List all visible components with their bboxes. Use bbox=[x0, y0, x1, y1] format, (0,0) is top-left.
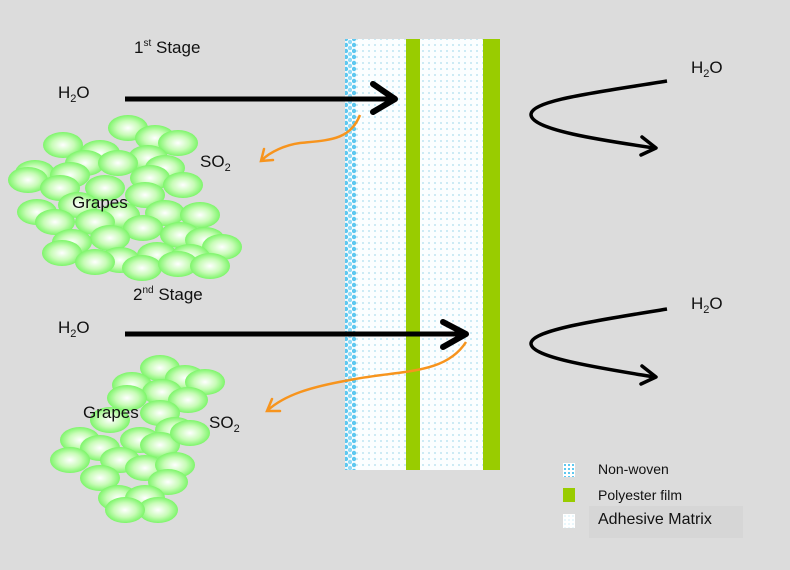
grape bbox=[170, 420, 210, 446]
legend-swatch-non-woven bbox=[563, 463, 575, 477]
grape bbox=[122, 255, 162, 281]
grape bbox=[158, 130, 198, 156]
grape bbox=[85, 175, 125, 201]
legend-swatch-polyester-film bbox=[563, 488, 575, 502]
grapes-label-stage-1: Grapes bbox=[72, 193, 128, 212]
grape bbox=[107, 385, 147, 411]
so2-arrow-stage-1 bbox=[259, 114, 362, 163]
grape bbox=[158, 251, 198, 277]
water-arrow-stage-2 bbox=[125, 319, 469, 350]
legend-label-polyester-film: Polyester film bbox=[598, 487, 683, 503]
grapes-label-stage-2: Grapes bbox=[83, 403, 139, 422]
stage-2-label: 2nd Stage bbox=[133, 285, 203, 304]
grape bbox=[75, 249, 115, 275]
water-return-arrow-stage-1 bbox=[529, 79, 668, 157]
legend-swatch-adhesive-matrix bbox=[563, 514, 575, 528]
water-in-label-stage-1: H2O bbox=[58, 83, 90, 105]
grape bbox=[105, 497, 145, 523]
grape bbox=[125, 182, 165, 208]
grapes-cluster-2 bbox=[50, 355, 225, 523]
grape bbox=[190, 253, 230, 279]
so2-label-stage-2: SO2 bbox=[209, 413, 240, 435]
so2-label-stage-1: SO2 bbox=[200, 152, 231, 174]
water-return-arrow-stage-2 bbox=[529, 307, 668, 386]
grape bbox=[98, 150, 138, 176]
grape bbox=[90, 225, 130, 251]
adhesive-matrix-layer bbox=[355, 39, 500, 470]
membrane bbox=[345, 39, 500, 470]
grape bbox=[50, 447, 90, 473]
legend-highlight bbox=[589, 506, 743, 538]
legend-label-non-woven: Non-woven bbox=[598, 461, 669, 477]
water-out-label-stage-2: H2O bbox=[691, 294, 723, 316]
legend-label-adhesive-matrix: Adhesive Matrix bbox=[598, 511, 712, 528]
water-in-label-stage-2: H2O bbox=[58, 318, 90, 340]
polyester-film-layer-2 bbox=[483, 39, 500, 470]
grape bbox=[43, 132, 83, 158]
stage-1-label: 1st Stage bbox=[134, 38, 201, 57]
grape bbox=[168, 387, 208, 413]
grape bbox=[123, 215, 163, 241]
grape bbox=[163, 172, 203, 198]
non-woven-layer bbox=[345, 39, 356, 470]
grape bbox=[90, 407, 130, 433]
grapes-cluster-1 bbox=[8, 115, 242, 281]
so2-arrow-stage-2 bbox=[265, 341, 468, 413]
polyester-film-layer-1 bbox=[406, 39, 420, 470]
water-arrow-stage-1 bbox=[125, 81, 398, 115]
grape bbox=[42, 240, 82, 266]
grape bbox=[35, 209, 75, 235]
grape bbox=[140, 432, 180, 458]
grape bbox=[138, 497, 178, 523]
grape bbox=[180, 202, 220, 228]
grape bbox=[8, 167, 48, 193]
water-out-label-stage-1: H2O bbox=[691, 58, 723, 80]
grape bbox=[80, 465, 120, 491]
